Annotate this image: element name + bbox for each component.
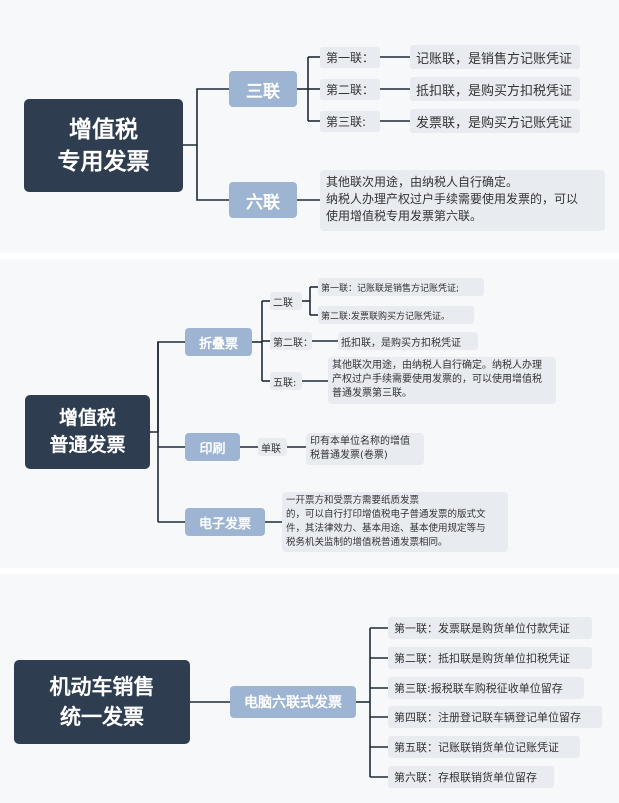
paragraph-line: 其他联次用途，由纳税人自行确定。纳税人办理 — [332, 360, 542, 371]
paragraph-line: 印有本单位名称的增值 — [310, 436, 410, 447]
item-label: 第一联： — [320, 47, 380, 68]
paragraph-line: 纳税人办理产权过户手续需要使用发票的，可以 — [326, 192, 579, 206]
copy-item: 第三联:报税联车购税征收单位留存 — [388, 677, 584, 699]
paragraph-line: 一开票方和受票方需要纸质发票 — [286, 495, 420, 506]
root-title-line1: 增值税 — [69, 116, 138, 143]
copy-item: 第二联:发票联购买方记账凭证。 — [318, 306, 474, 324]
branch-six-copy-computer-invoice: 电脑六联式发票 — [230, 686, 356, 718]
paragraph-line: 件，其法律效力、基本用途、基本使用规定等与 — [286, 523, 486, 534]
item-description: 发票联，是购买方记账凭证 — [410, 109, 580, 133]
second-copy-label: 第二联： — [270, 332, 313, 350]
copy-item: 第二联：抵扣联是购货单位扣税凭证 — [388, 647, 592, 669]
item-label: 第二联： — [320, 79, 380, 100]
root-title-line2: 统一发票 — [60, 705, 144, 729]
vat-special-invoice-root: 增值税 专用发票 — [24, 99, 183, 192]
root-title-line1: 增值税 — [58, 407, 116, 429]
paragraph-line: 产权过户手续需要使用发票的，可以使用增值税 — [332, 374, 542, 385]
branch-folded-invoice: 折叠票 — [185, 328, 252, 356]
item-description: 抵扣联，是购买方扣税凭证 — [410, 77, 580, 101]
branch-three-copies: 三联 — [229, 71, 297, 107]
electronic-invoice-description: 一开票方和受票方需要纸质发票 的，可以自行打印增值税电子普通发票的版式文 件，其… — [282, 492, 508, 552]
copy-item: 第六联：存根联销货单位留存 — [388, 766, 554, 788]
paragraph-line: 其他联次用途，由纳税人自行确定。 — [326, 175, 519, 189]
paragraph-line: 使用增值税专用发票第六联。 — [326, 209, 483, 223]
copy-item: 第一联：记账联是销售方记账凭证; — [318, 278, 484, 296]
branch-printed-invoice: 印刷 — [185, 433, 240, 461]
root-title-line1: 机动车销售 — [49, 675, 155, 699]
five-copies-description: 其他联次用途，由纳税人自行确定。纳税人办理 产权过户手续需要使用发票的，可以使用… — [328, 357, 556, 404]
motor-vehicle-invoice-root: 机动车销售 统一发票 — [14, 660, 190, 744]
item-label: 第三联: — [320, 111, 380, 132]
five-copies-label: 五联: — [270, 372, 302, 390]
second-copy-description: 抵扣联，是购买方扣税凭证 — [338, 332, 478, 350]
copy-item: 第一联：发票联是购货单位付款凭证 — [388, 617, 592, 639]
single-copy-description: 印有本单位名称的增值 税普通发票(卷票) — [306, 433, 424, 465]
item-description: 记账联，是销售方记账凭证 — [410, 45, 580, 69]
root-title-line2: 普通发票 — [49, 434, 126, 456]
paragraph-line: 的，可以自行打印增值税电子普通发票的版式文 — [286, 509, 486, 520]
six-copies-description: 其他联次用途，由纳税人自行确定。 纳税人办理产权过户手续需要使用发票的，可以 使… — [320, 170, 605, 231]
two-copies-label: 二联 — [270, 292, 302, 310]
branch-electronic-invoice: 电子发票 — [185, 508, 265, 536]
branch-six-copies: 六联 — [229, 182, 297, 218]
single-copy-label: 单联 — [258, 438, 287, 456]
root-title-line2: 专用发票 — [57, 148, 150, 175]
copy-item: 第四联：注册登记联车辆登记单位留存 — [388, 706, 602, 728]
copy-item: 第五联：记账联销货单位记账凭证 — [388, 736, 580, 758]
paragraph-line: 普通发票第三联。 — [332, 388, 412, 399]
paragraph-line: 税普通发票(卷票) — [310, 450, 388, 461]
vat-ordinary-invoice-root: 增值税 普通发票 — [25, 395, 150, 469]
paragraph-line: 税务机关监制的增值税普通发票相同。 — [286, 537, 448, 548]
